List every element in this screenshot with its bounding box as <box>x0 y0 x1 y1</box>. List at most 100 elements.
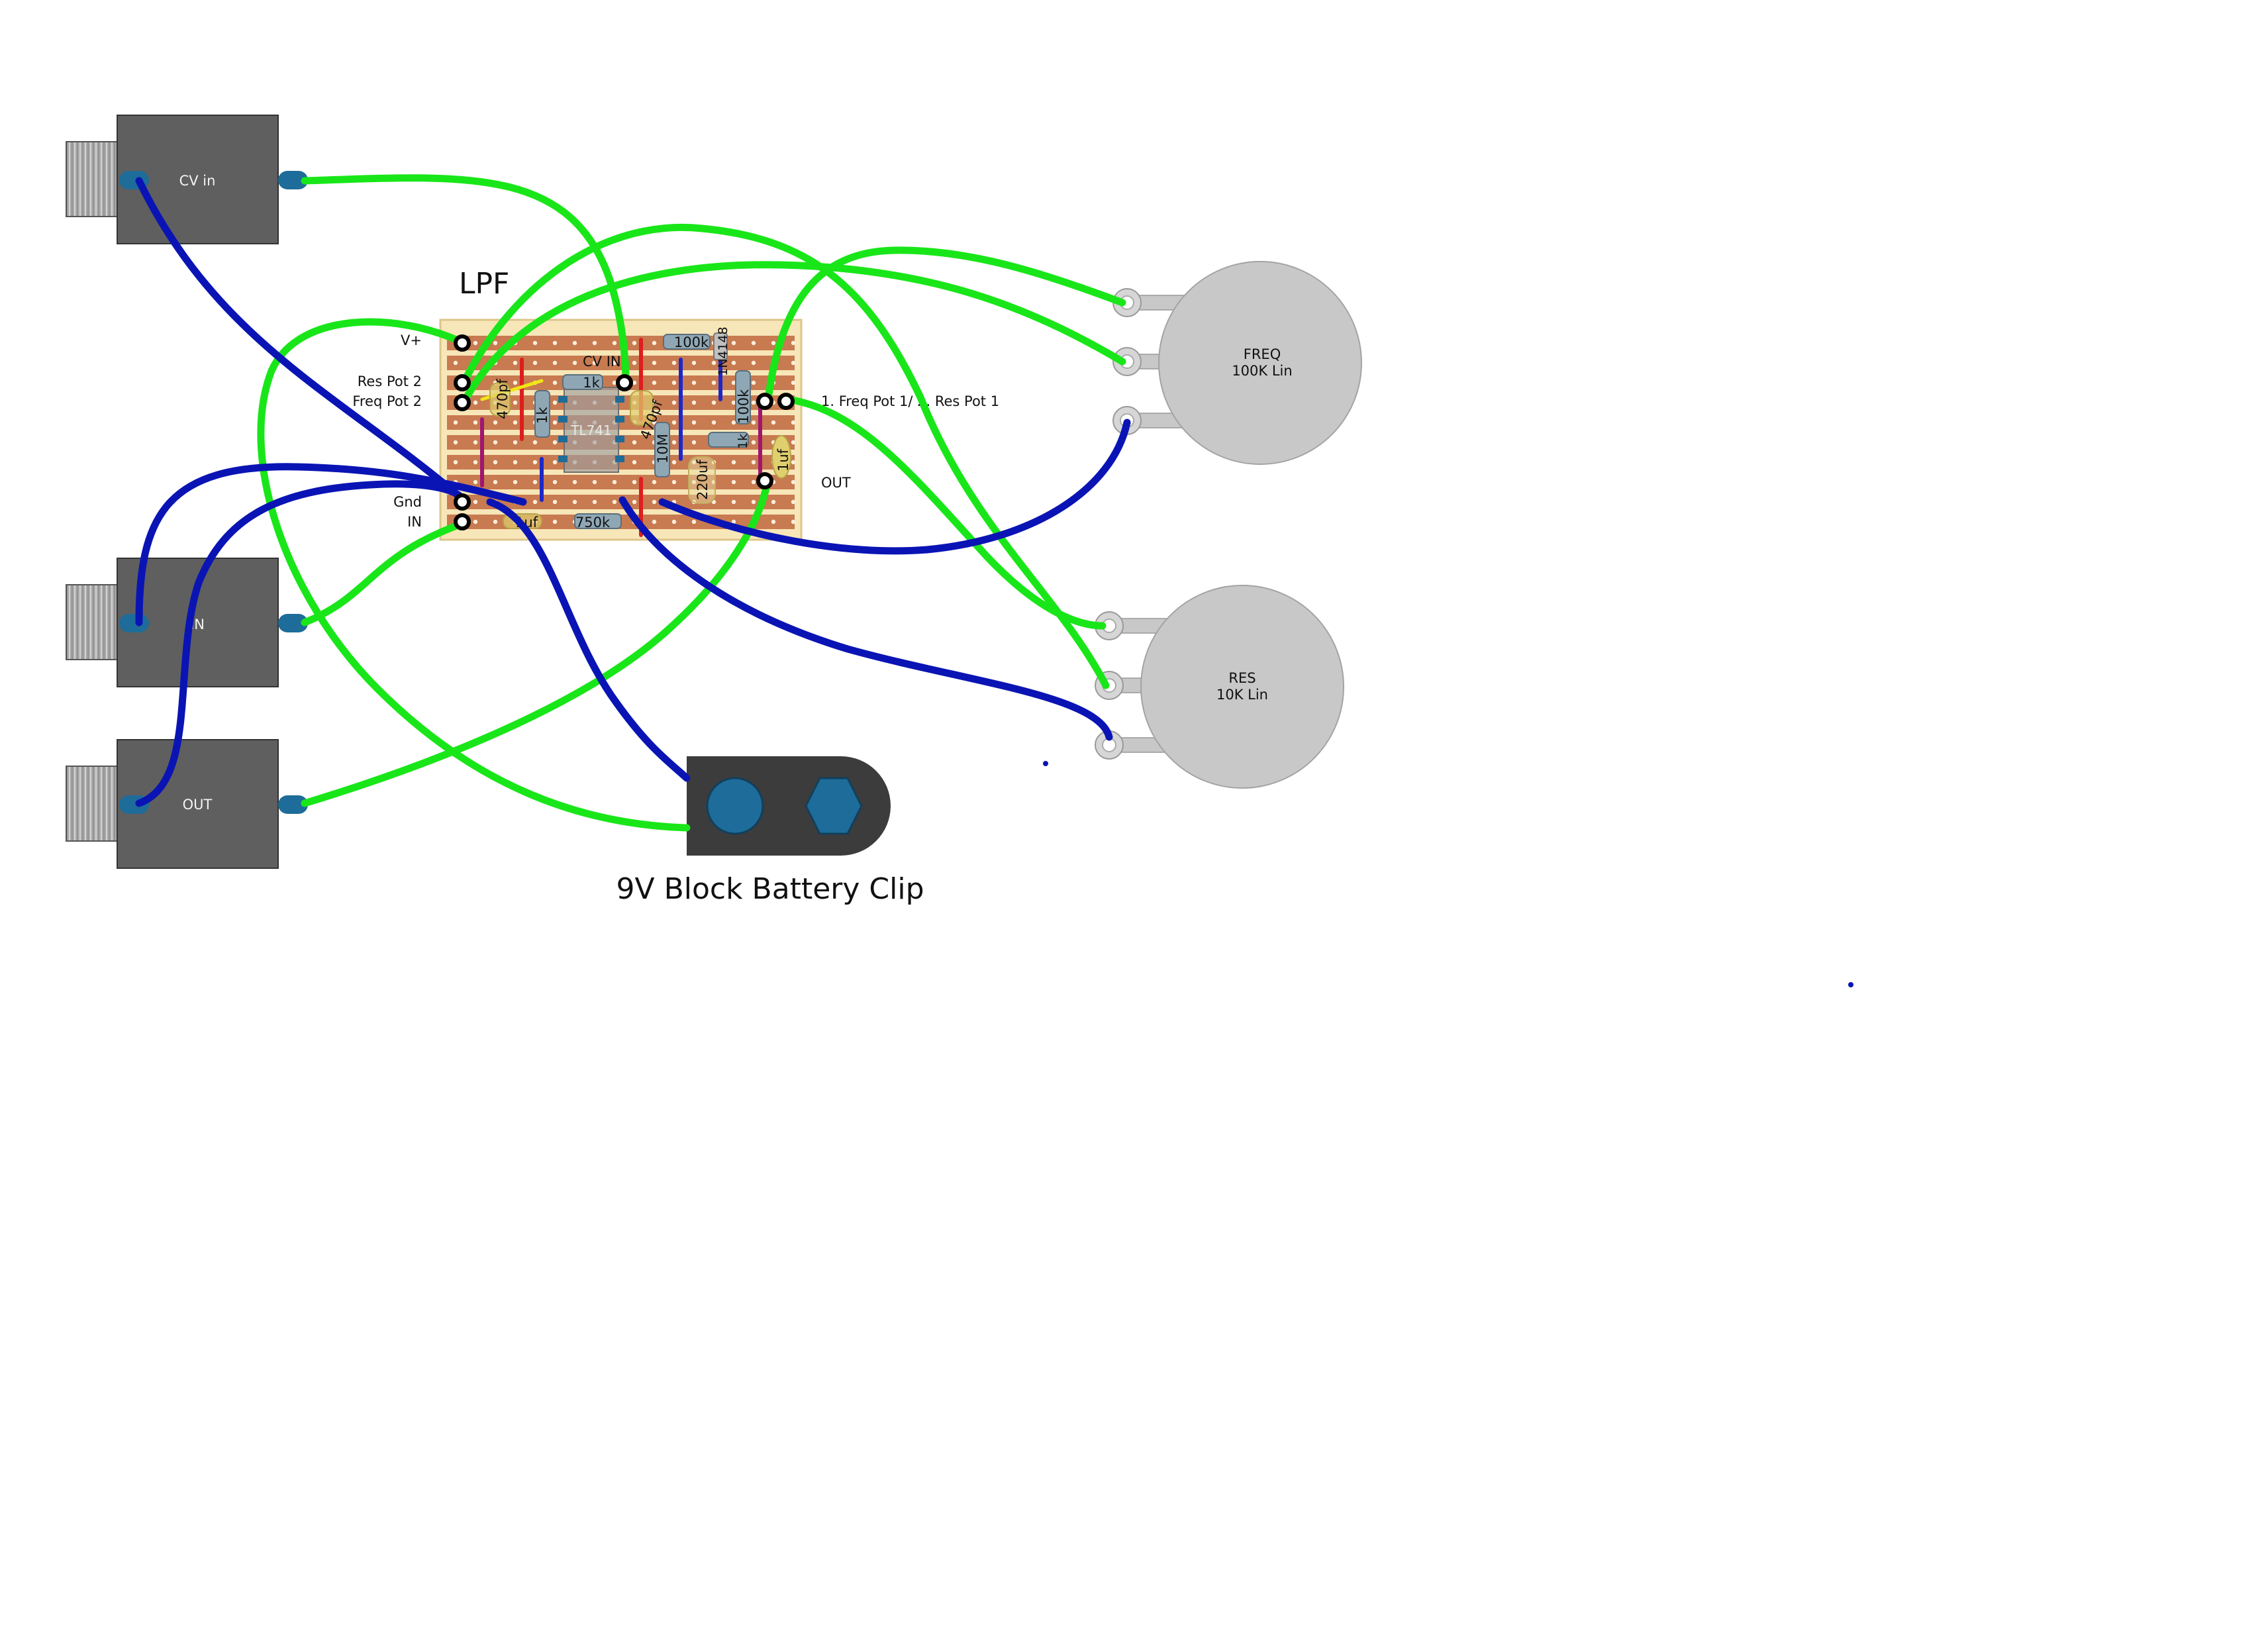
pot-value: 10K Lin <box>1216 687 1268 703</box>
strip-hole <box>791 440 796 445</box>
strip-hole <box>771 420 776 425</box>
wire-respot2 <box>460 223 1110 689</box>
strip-hole <box>572 360 577 366</box>
resistor-1k-horizontal: 1k <box>562 374 603 391</box>
strip-hole <box>791 460 796 465</box>
strip-hole <box>751 440 756 445</box>
pad-pot-1b <box>777 393 795 410</box>
strip-hole <box>751 479 756 485</box>
copper-strip <box>447 356 795 370</box>
strip-hole <box>473 519 478 524</box>
strip-hole <box>453 420 458 425</box>
strip-hole <box>493 440 498 445</box>
strip-hole <box>552 340 558 346</box>
strip-hole <box>691 400 697 405</box>
pot-res: RES 10K Lin <box>1095 585 1344 789</box>
pot-body <box>1140 585 1344 789</box>
strip-hole <box>652 519 657 524</box>
strip-hole <box>731 400 736 405</box>
capacitor-label: 220uf <box>695 460 711 500</box>
wire-freq-pot-gnd <box>658 419 1131 555</box>
strip-hole <box>532 460 538 465</box>
strip-hole <box>751 460 756 465</box>
strip-hole <box>731 460 736 465</box>
board-labels-left: V+ Res Pot 2 Freq Pot 2 Gnd IN <box>352 332 422 530</box>
pot-value: 100K Lin <box>1232 363 1292 379</box>
strip-hole <box>493 460 498 465</box>
strip-hole <box>473 420 478 425</box>
strip-hole <box>572 499 577 505</box>
strip-hole <box>791 479 796 485</box>
label-out: OUT <box>821 475 851 491</box>
wire-gnd-to-battery <box>486 498 691 782</box>
ic-tl741: TL741 <box>558 387 624 473</box>
battery-terminal-round <box>706 777 764 835</box>
resistor-1k-vertical: 1k <box>534 390 550 438</box>
resistor-10m: 10M <box>654 422 671 477</box>
pad-freq-pot-2 <box>454 394 471 411</box>
jack-lug <box>278 171 308 189</box>
pad-vplus <box>454 334 471 352</box>
strip-hole <box>671 519 677 524</box>
jack-thread <box>66 766 118 842</box>
pad-pot-1a <box>756 393 773 410</box>
strip-hole <box>731 499 736 505</box>
strip-hole <box>671 440 677 445</box>
strip-hole <box>493 519 498 524</box>
label-in: IN <box>407 514 422 530</box>
strip-hole <box>691 519 697 524</box>
strip-hole <box>552 440 558 445</box>
label-vplus: V+ <box>401 332 422 348</box>
strip-hole <box>771 499 776 505</box>
strip-hole <box>453 360 458 366</box>
strip-hole <box>473 479 478 485</box>
jack-thread <box>66 584 118 660</box>
strip-hole <box>552 479 558 485</box>
strip-hole <box>671 479 677 485</box>
resistor-100k-right: 100k <box>735 370 752 424</box>
strip-hole <box>592 340 597 346</box>
strip-hole <box>612 340 617 346</box>
resistor-label: 10M <box>655 434 671 464</box>
strip-hole <box>711 360 716 366</box>
strip-hole <box>751 499 756 505</box>
capacitor-1uf-right: 1uf <box>771 435 791 479</box>
strip-hole <box>473 499 478 505</box>
strip-hole <box>652 340 657 346</box>
ic-label: TL741 <box>570 423 612 438</box>
jack-label: CV in <box>179 173 216 189</box>
pad-gnd <box>454 493 471 511</box>
diode-1n4148: 1N4148 <box>713 326 730 376</box>
strip-hole <box>453 440 458 445</box>
strip-hole <box>552 499 558 505</box>
strip-hole <box>513 360 518 366</box>
strip-hole <box>632 479 637 485</box>
strip-hole <box>552 460 558 465</box>
strip-hole <box>572 340 577 346</box>
strip-hole <box>751 400 756 405</box>
strip-hole <box>791 340 796 346</box>
strip-hole <box>513 479 518 485</box>
battery-label: 9V Block Battery Clip <box>616 872 924 906</box>
capacitor-470pf-left: 470pf <box>489 379 511 419</box>
pot-freq: FREQ 100K Lin <box>1112 261 1362 465</box>
wire-in-to-board <box>301 519 468 626</box>
strip-hole <box>632 360 637 366</box>
copper-strip <box>447 475 795 489</box>
strip-hole <box>612 499 617 505</box>
board-components: TL741 1k 1k 100k 10M 100k 1k 750k <box>489 326 791 530</box>
strip-hole <box>612 380 617 385</box>
strip-hole <box>731 420 736 425</box>
strip-hole <box>711 400 716 405</box>
capacitor-220uf: 220uf <box>688 456 716 504</box>
jack-lug <box>278 614 308 632</box>
strip-hole <box>791 420 796 425</box>
strip-hole <box>493 479 498 485</box>
strip-hole <box>671 380 677 385</box>
label-cv-in: CV IN <box>583 354 621 370</box>
strip-hole <box>473 440 478 445</box>
pot-name: FREQ <box>1244 346 1281 362</box>
jack-out: OUT <box>66 739 308 869</box>
wires-blue <box>135 177 1131 807</box>
